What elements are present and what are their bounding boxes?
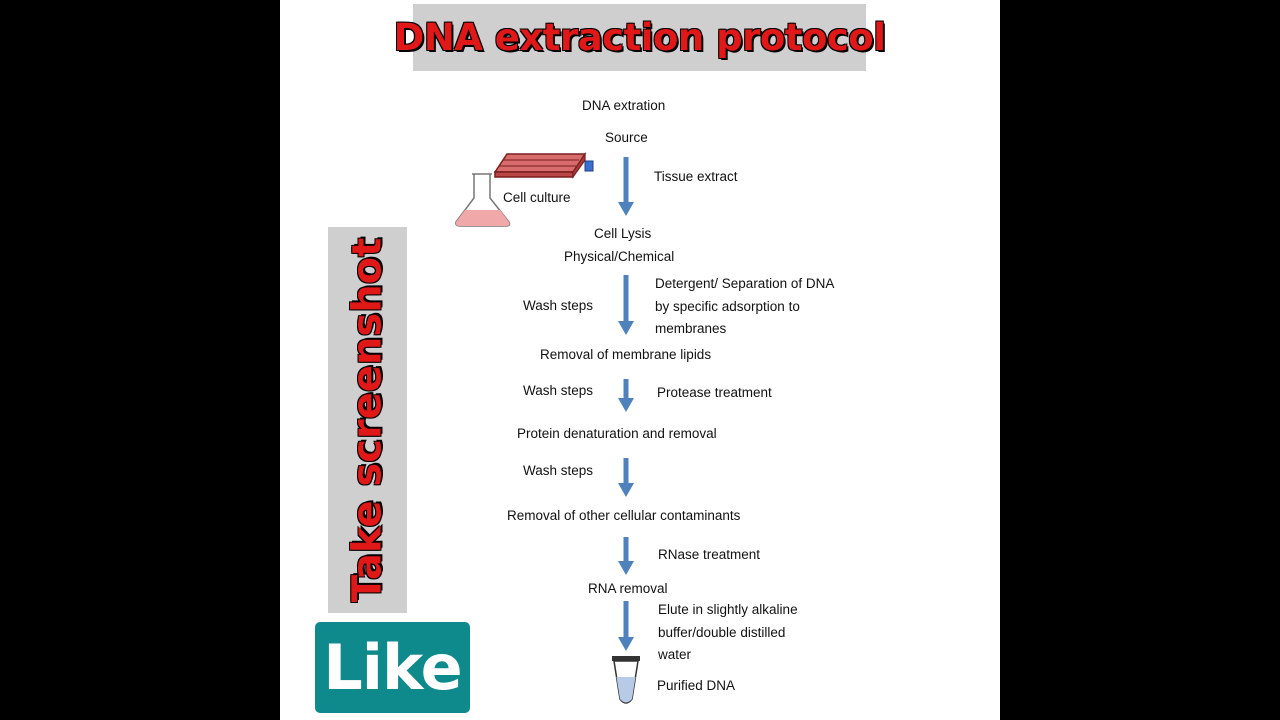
label-tissue-extract: Tissue extract: [654, 169, 738, 184]
label-detergent-note: Detergent/ Separation of DNA by specific…: [655, 276, 834, 336]
erlenmeyer-flask-icon: [455, 173, 511, 227]
step-purified-dna: Purified DNA: [657, 678, 736, 693]
take-screenshot-label: Take screenshot: [344, 237, 391, 603]
label-cell-culture: Cell culture: [503, 190, 571, 205]
step-cell-lysis: Cell Lysis: [594, 226, 652, 241]
like-label: Like: [323, 630, 462, 704]
step-rna-removal: RNA removal: [588, 581, 668, 596]
down-arrow-icon: [618, 601, 634, 651]
label-protease-treatment: Protease treatment: [657, 385, 772, 400]
label-rnase-treatment: RNase treatment: [658, 547, 761, 562]
like-button[interactable]: Like: [315, 622, 470, 713]
down-arrow-icon: [618, 157, 634, 216]
down-arrow-icon: [618, 458, 634, 497]
label-wash-steps-3: Wash steps: [523, 463, 594, 478]
culture-flask-icon: [493, 152, 594, 179]
down-arrow-icon: [618, 275, 634, 335]
down-arrow-icon: [618, 537, 634, 575]
tube-icon: [612, 656, 640, 704]
down-arrow-icon: [618, 379, 634, 412]
label-wash-steps-1: Wash steps: [523, 298, 594, 313]
label-elute-note: Elute in slightly alkaline buffer/double…: [658, 602, 798, 662]
step-removal-contaminants: Removal of other cellular contaminants: [507, 508, 741, 523]
step-removal-membrane-lipids: Removal of membrane lipids: [540, 347, 712, 362]
step-protein-denaturation: Protein denaturation and removal: [517, 426, 717, 441]
screenshot-banner: Take screenshot: [328, 227, 407, 613]
title-banner: DNA extraction protocol: [394, 4, 886, 71]
step-physical-chemical: Physical/Chemical: [564, 249, 675, 264]
page-title: DNA extraction protocol: [393, 16, 886, 59]
label-wash-steps-2: Wash steps: [523, 383, 594, 398]
step-dna-extraction: DNA extration: [582, 98, 666, 113]
step-source: Source: [605, 130, 648, 145]
